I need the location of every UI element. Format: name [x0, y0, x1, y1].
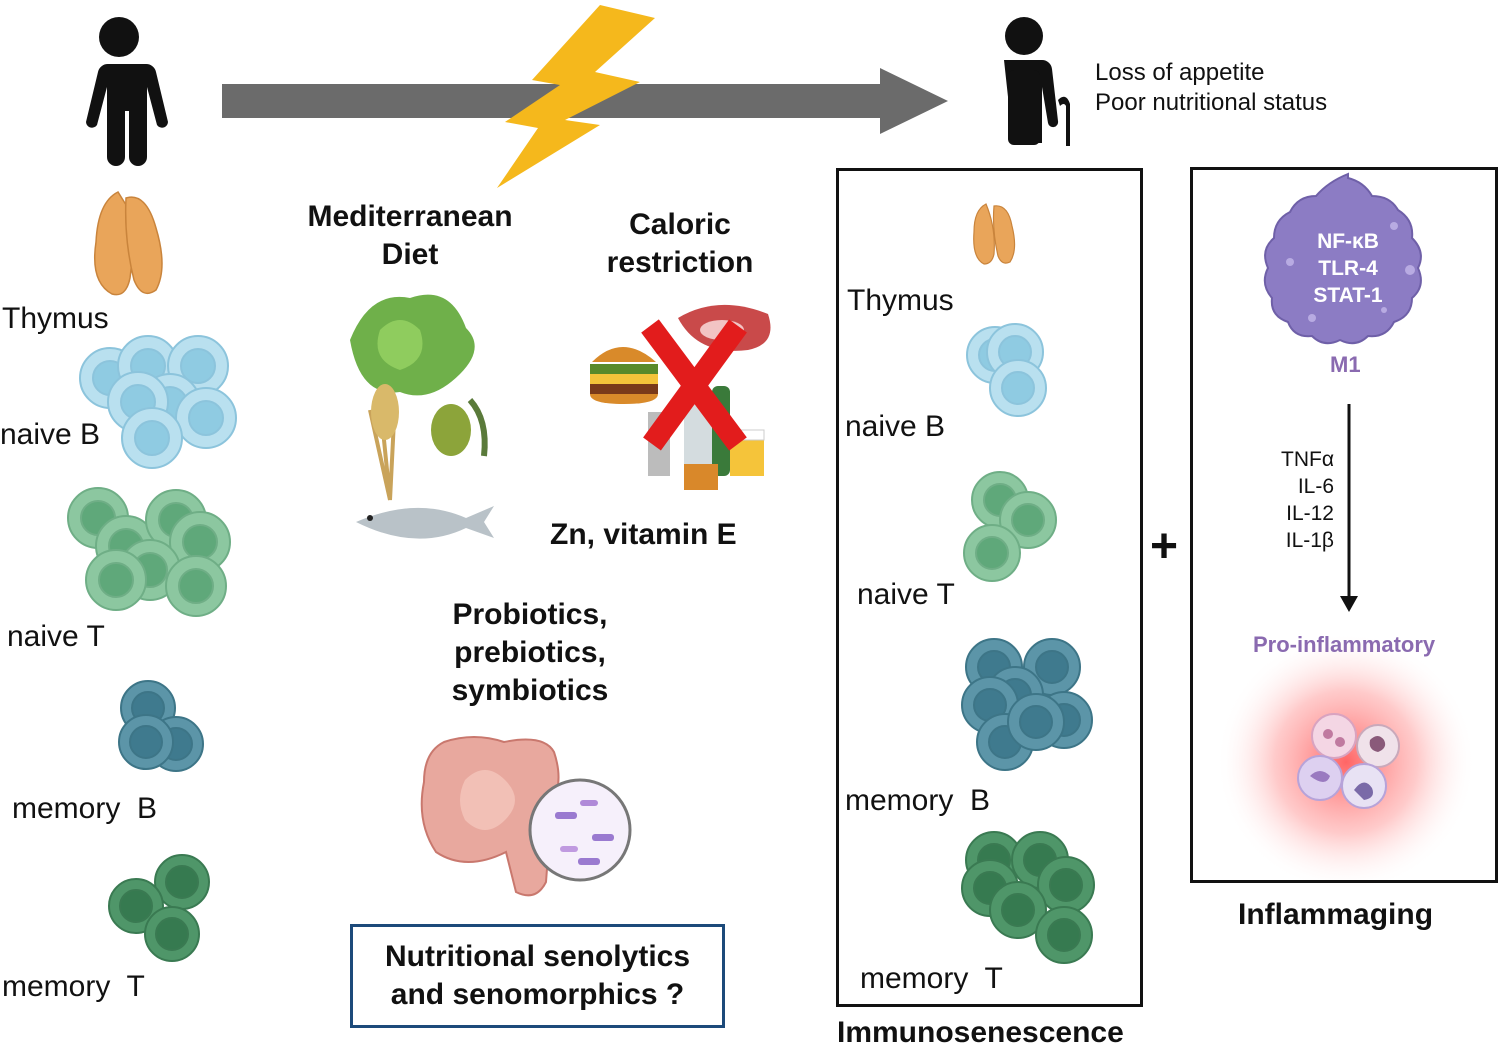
- aged-thymus-label: Thymus: [847, 284, 954, 317]
- m1-label: M1: [1330, 352, 1361, 377]
- il6-label: IL-6: [1297, 475, 1334, 498]
- inflammatory-cells-icon: [1216, 632, 1476, 892]
- gut-icon: [420, 736, 632, 897]
- caloric-restriction-label: Caloric restriction: [606, 208, 754, 279]
- biotics-label: Probiotics, prebiotics, symbiotics: [451, 598, 609, 707]
- naive-b-label: naive B: [0, 418, 101, 451]
- aged-thymus-icon: [973, 203, 1016, 265]
- nfkb-label: NF-κB: [1317, 230, 1379, 253]
- macrophage-m1-icon: [1263, 172, 1422, 345]
- tlr4-label: TLR-4: [1318, 257, 1378, 280]
- memory-t-cells: [108, 854, 210, 962]
- immunosenescence-panel: [836, 168, 1143, 1007]
- memory-b-label: memory B: [12, 792, 158, 825]
- young-person-icon: [86, 17, 168, 166]
- lightning-icon: [497, 5, 655, 188]
- macrophage-markers: NF-κB TLR-4 STAT-1: [1288, 228, 1408, 309]
- aged-memory-t-cells: [961, 831, 1095, 964]
- naive-t-cells: [67, 487, 231, 617]
- aged-naive-t-cells: [963, 471, 1057, 582]
- plus-sign: +: [1150, 520, 1179, 573]
- mediterranean-food-icon: [350, 294, 494, 539]
- memory-t-label: memory T: [2, 970, 145, 1003]
- il12-label: IL-12: [1286, 502, 1334, 525]
- poor-nutrition-label: Poor nutritional status: [1095, 89, 1328, 116]
- nutritional-senolytics-label: Nutritional senolytics and senomorphics …: [384, 940, 691, 1011]
- aged-naive-t-label: naive T: [857, 578, 955, 611]
- immunosenescence-title: Immunosenescence: [837, 1016, 1124, 1049]
- zinc-vitamin-e-label: Zn, vitamin E: [550, 518, 737, 551]
- pro-inflammatory-label: Pro-inflammatory: [1253, 632, 1436, 657]
- naive-t-label: naive T: [7, 620, 105, 653]
- thymus-label: Thymus: [2, 302, 109, 335]
- naive-b-cells: [79, 335, 237, 469]
- nutritional-senolytics-box: Nutritional senolytics and senomorphics …: [350, 924, 725, 1028]
- aged-naive-b-cells: [966, 323, 1047, 417]
- aged-memory-t-label: memory T: [860, 962, 1003, 995]
- aged-memory-b-label: memory B: [845, 784, 991, 817]
- inflammaging-title: Inflammaging: [1238, 898, 1434, 931]
- memory-b-cells: [118, 680, 204, 772]
- thymus-icon: [94, 191, 163, 296]
- elderly-person-icon: [1004, 17, 1070, 146]
- inflammaging-panel: [1190, 167, 1498, 883]
- cytokine-list: TNFα IL-6 IL-12 IL-1β: [1262, 446, 1334, 554]
- il1b-label: IL-1β: [1285, 529, 1334, 552]
- aging-notes: Loss of appetite Poor nutritional status: [1095, 58, 1327, 118]
- aged-naive-b-label: naive B: [845, 410, 946, 443]
- tnf-label: TNFα: [1281, 448, 1334, 471]
- aged-memory-b-cells: [961, 638, 1093, 771]
- cytokine-arrow: [1340, 404, 1358, 612]
- cross-mark-icon: [641, 319, 747, 451]
- loss-of-appetite-label: Loss of appetite: [1095, 59, 1265, 86]
- stat1-label: STAT-1: [1313, 284, 1383, 307]
- mediterranean-diet-label: Mediterranean Diet: [307, 200, 513, 271]
